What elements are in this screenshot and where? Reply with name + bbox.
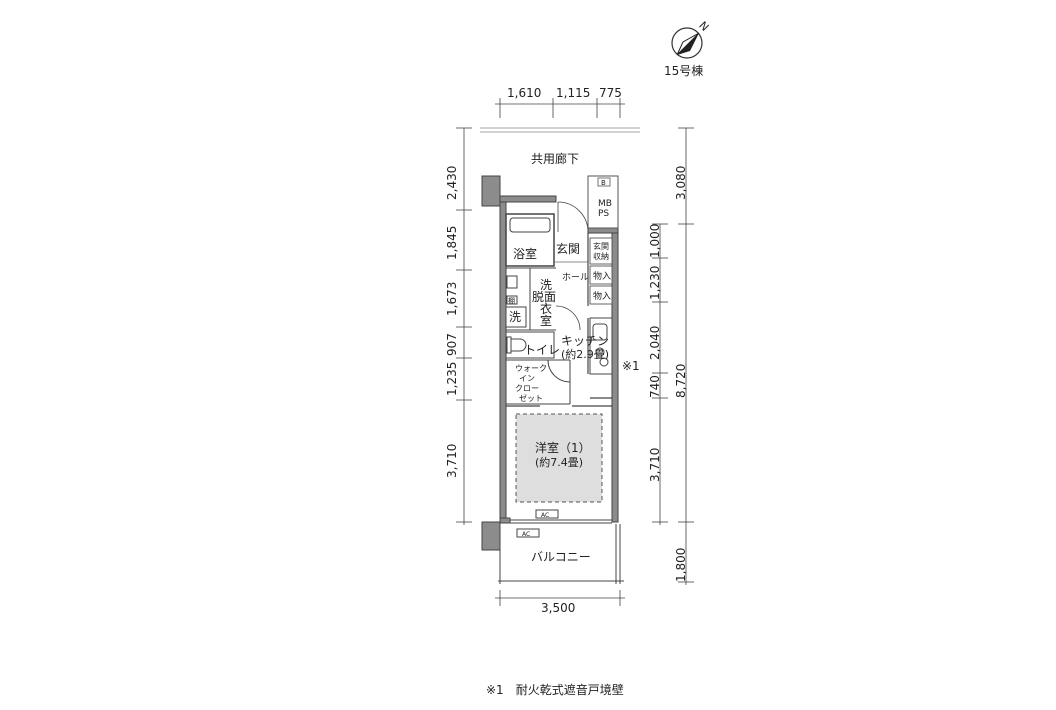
dim-left-4: 907	[445, 333, 459, 356]
compass-icon: N	[671, 19, 711, 59]
room-bath: 浴室	[513, 246, 537, 261]
north-label: N	[696, 19, 711, 34]
dim-top-3: 775	[599, 86, 622, 100]
entrance-door	[557, 201, 589, 233]
room-balcony: バルコニー	[531, 550, 591, 564]
room-walkin-2: イン	[519, 374, 535, 383]
ac-label-2: AC	[522, 531, 530, 538]
dim-right-outer-3: 1,800	[674, 548, 688, 582]
dim-right-1: 1,000	[648, 224, 662, 258]
washroom-door	[555, 305, 581, 331]
bottom-dimension	[495, 590, 625, 606]
room-entrance-storage-2: 収納	[593, 251, 609, 261]
shelf-label: 棚	[508, 296, 515, 305]
dim-left-1: 2,430	[445, 166, 459, 200]
room-washroom-1: 洗	[540, 278, 552, 292]
western-room-area	[515, 413, 603, 503]
dim-top-1: 1,610	[507, 86, 541, 100]
balcony	[498, 524, 624, 584]
washer-label: 洗	[509, 310, 521, 324]
left-dimension	[456, 127, 472, 525]
dim-right-4: 740	[648, 375, 662, 398]
washroom	[506, 267, 556, 331]
room-walkin-4: ゼット	[519, 393, 543, 403]
mbps-label-2: PS	[598, 209, 609, 219]
dim-right-5: 3,710	[648, 448, 662, 482]
corridor-lines	[480, 127, 640, 133]
kitchen	[589, 317, 613, 375]
room-storage-2: 物入	[593, 290, 611, 302]
building-label: 15号棟	[664, 64, 704, 78]
partitions	[506, 233, 612, 407]
room-corridor: 共用廊下	[531, 151, 579, 166]
walkin-closet	[506, 359, 571, 405]
room-walkin-3: クロー	[515, 384, 539, 393]
room-washroom-4: 室	[540, 313, 552, 328]
room-kitchen-2: (約2.9畳)	[561, 347, 609, 361]
room-entrance-storage-1: 玄関	[593, 241, 609, 251]
right-dimension	[652, 127, 694, 585]
fire-wall-mark: ※1	[622, 359, 640, 373]
dim-right-3: 2,040	[648, 326, 662, 360]
dim-top-2: 1,115	[556, 86, 590, 100]
ac-label-1: AC	[541, 512, 549, 519]
mbps-label-1: MB	[598, 199, 612, 209]
dim-right-outer-1: 3,080	[674, 166, 688, 200]
room-kitchen-1: キッチン	[561, 334, 609, 348]
room-western-2: (約7.4畳)	[535, 455, 583, 469]
dim-right-2: 1,230	[648, 266, 662, 300]
dim-left-2: 1,845	[445, 226, 459, 260]
dim-bottom: 3,500	[541, 601, 575, 615]
room-toilet: トイレ	[524, 343, 560, 357]
storage-units	[589, 237, 613, 305]
washer-space	[505, 306, 527, 328]
room-hall: ホール	[562, 272, 589, 283]
dim-left-6: 3,710	[445, 444, 459, 478]
room-storage-1: 物入	[593, 270, 611, 282]
top-dimension	[495, 98, 625, 118]
toilet	[505, 331, 555, 359]
balcony-window	[510, 509, 612, 524]
room-washroom-3: 衣	[540, 301, 552, 316]
room-entrance: 玄関	[556, 241, 580, 256]
room-walkin-1: ウォーク	[515, 364, 547, 373]
b-box-label: B	[601, 179, 606, 187]
footnote: ※1 耐火乾式遮音戸境壁	[486, 683, 624, 697]
room-washroom-2: 脱面	[532, 289, 556, 304]
mbps-shaft	[587, 175, 619, 229]
dim-left-3: 1,673	[445, 282, 459, 316]
dim-right-outer-2: 8,720	[674, 364, 688, 398]
room-western-1: 洋室（1）	[535, 440, 591, 455]
bath-room	[505, 213, 555, 267]
dim-left-5: 1,235	[445, 362, 459, 396]
